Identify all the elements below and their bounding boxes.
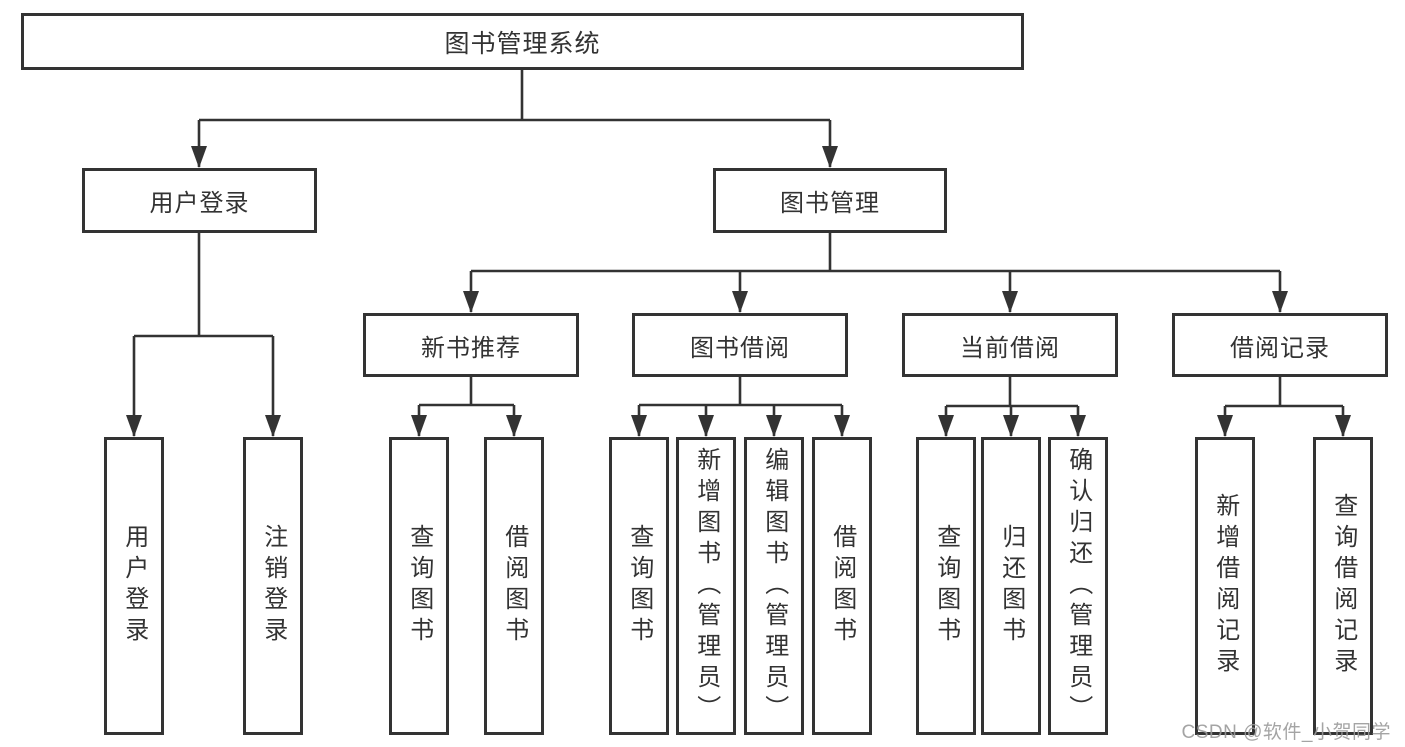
node-leaf-borrow-borrow-books: 借阅图书 — [812, 437, 872, 735]
node-leaf-borrow-add-books-admin: 新增图书（管理员） — [676, 437, 736, 735]
node-leaf-records-query-record-label: 查询借阅记录 — [1329, 493, 1357, 679]
connector-new-book-to-leaves — [411, 377, 522, 437]
node-leaf-borrow-query-books-label: 查询图书 — [625, 524, 653, 648]
node-root: 图书管理系统 — [21, 13, 1024, 70]
csdn-watermark: CSDN @软件_小贺同学 — [1181, 722, 1391, 743]
node-current-borrowing: 当前借阅 — [902, 313, 1118, 377]
node-borrowing-records-label: 借阅记录 — [1230, 334, 1330, 362]
node-leaf-current-confirm-return-admin-label: 确认归还（管理员） — [1064, 446, 1092, 726]
node-leaf-current-return-books: 归还图书 — [981, 437, 1041, 735]
node-root-label: 图书管理系统 — [444, 29, 601, 58]
node-new-book-recommendation-label: 新书推荐 — [421, 334, 521, 362]
node-leaf-borrow-edit-books-admin: 编辑图书（管理员） — [744, 437, 804, 735]
node-borrowing-records: 借阅记录 — [1172, 313, 1388, 377]
connector-current-borrow-to-leaves — [938, 377, 1086, 437]
node-leaf-records-query-record: 查询借阅记录 — [1313, 437, 1373, 735]
node-leaf-user-login-label: 用户登录 — [120, 524, 148, 648]
node-leaf-newrec-borrow-books-label: 借阅图书 — [500, 524, 528, 648]
node-leaf-borrow-add-books-admin-label: 新增图书（管理员） — [692, 446, 720, 726]
node-user-login-group-label: 用户登录 — [149, 190, 250, 217]
node-leaf-borrow-borrow-books-label: 借阅图书 — [828, 524, 856, 648]
node-leaf-newrec-query-books: 查询图书 — [389, 437, 449, 735]
node-leaf-logout-label: 注销登录 — [259, 524, 287, 648]
node-leaf-records-add-record: 新增借阅记录 — [1195, 437, 1255, 735]
node-book-borrowing: 图书借阅 — [632, 313, 848, 377]
node-leaf-newrec-borrow-books: 借阅图书 — [484, 437, 544, 735]
node-leaf-current-query-books: 查询图书 — [916, 437, 976, 735]
node-leaf-current-return-books-label: 归还图书 — [997, 524, 1025, 648]
connector-book-borrow-to-leaves — [631, 377, 850, 437]
connector-root-to-level2 — [191, 70, 838, 168]
node-leaf-borrow-query-books: 查询图书 — [609, 437, 669, 735]
node-book-borrowing-label: 图书借阅 — [690, 334, 790, 362]
node-leaf-user-login: 用户登录 — [104, 437, 164, 735]
node-new-book-recommendation: 新书推荐 — [363, 313, 579, 377]
connector-user-login-to-leaves — [126, 233, 281, 437]
connector-borrow-records-to-leaves — [1217, 377, 1351, 437]
node-leaf-current-confirm-return-admin: 确认归还（管理员） — [1048, 437, 1108, 735]
node-leaf-logout: 注销登录 — [243, 437, 303, 735]
node-book-management-group-label: 图书管理 — [780, 190, 880, 217]
node-leaf-newrec-query-books-label: 查询图书 — [405, 524, 433, 648]
node-leaf-borrow-edit-books-admin-label: 编辑图书（管理员） — [760, 446, 788, 726]
connector-book-mgmt-to-level3 — [463, 233, 1288, 313]
node-leaf-current-query-books-label: 查询图书 — [932, 524, 960, 648]
node-book-management-group: 图书管理 — [713, 168, 947, 233]
node-leaf-records-add-record-label: 新增借阅记录 — [1211, 493, 1239, 679]
node-user-login-group: 用户登录 — [82, 168, 317, 233]
node-current-borrowing-label: 当前借阅 — [960, 334, 1060, 362]
